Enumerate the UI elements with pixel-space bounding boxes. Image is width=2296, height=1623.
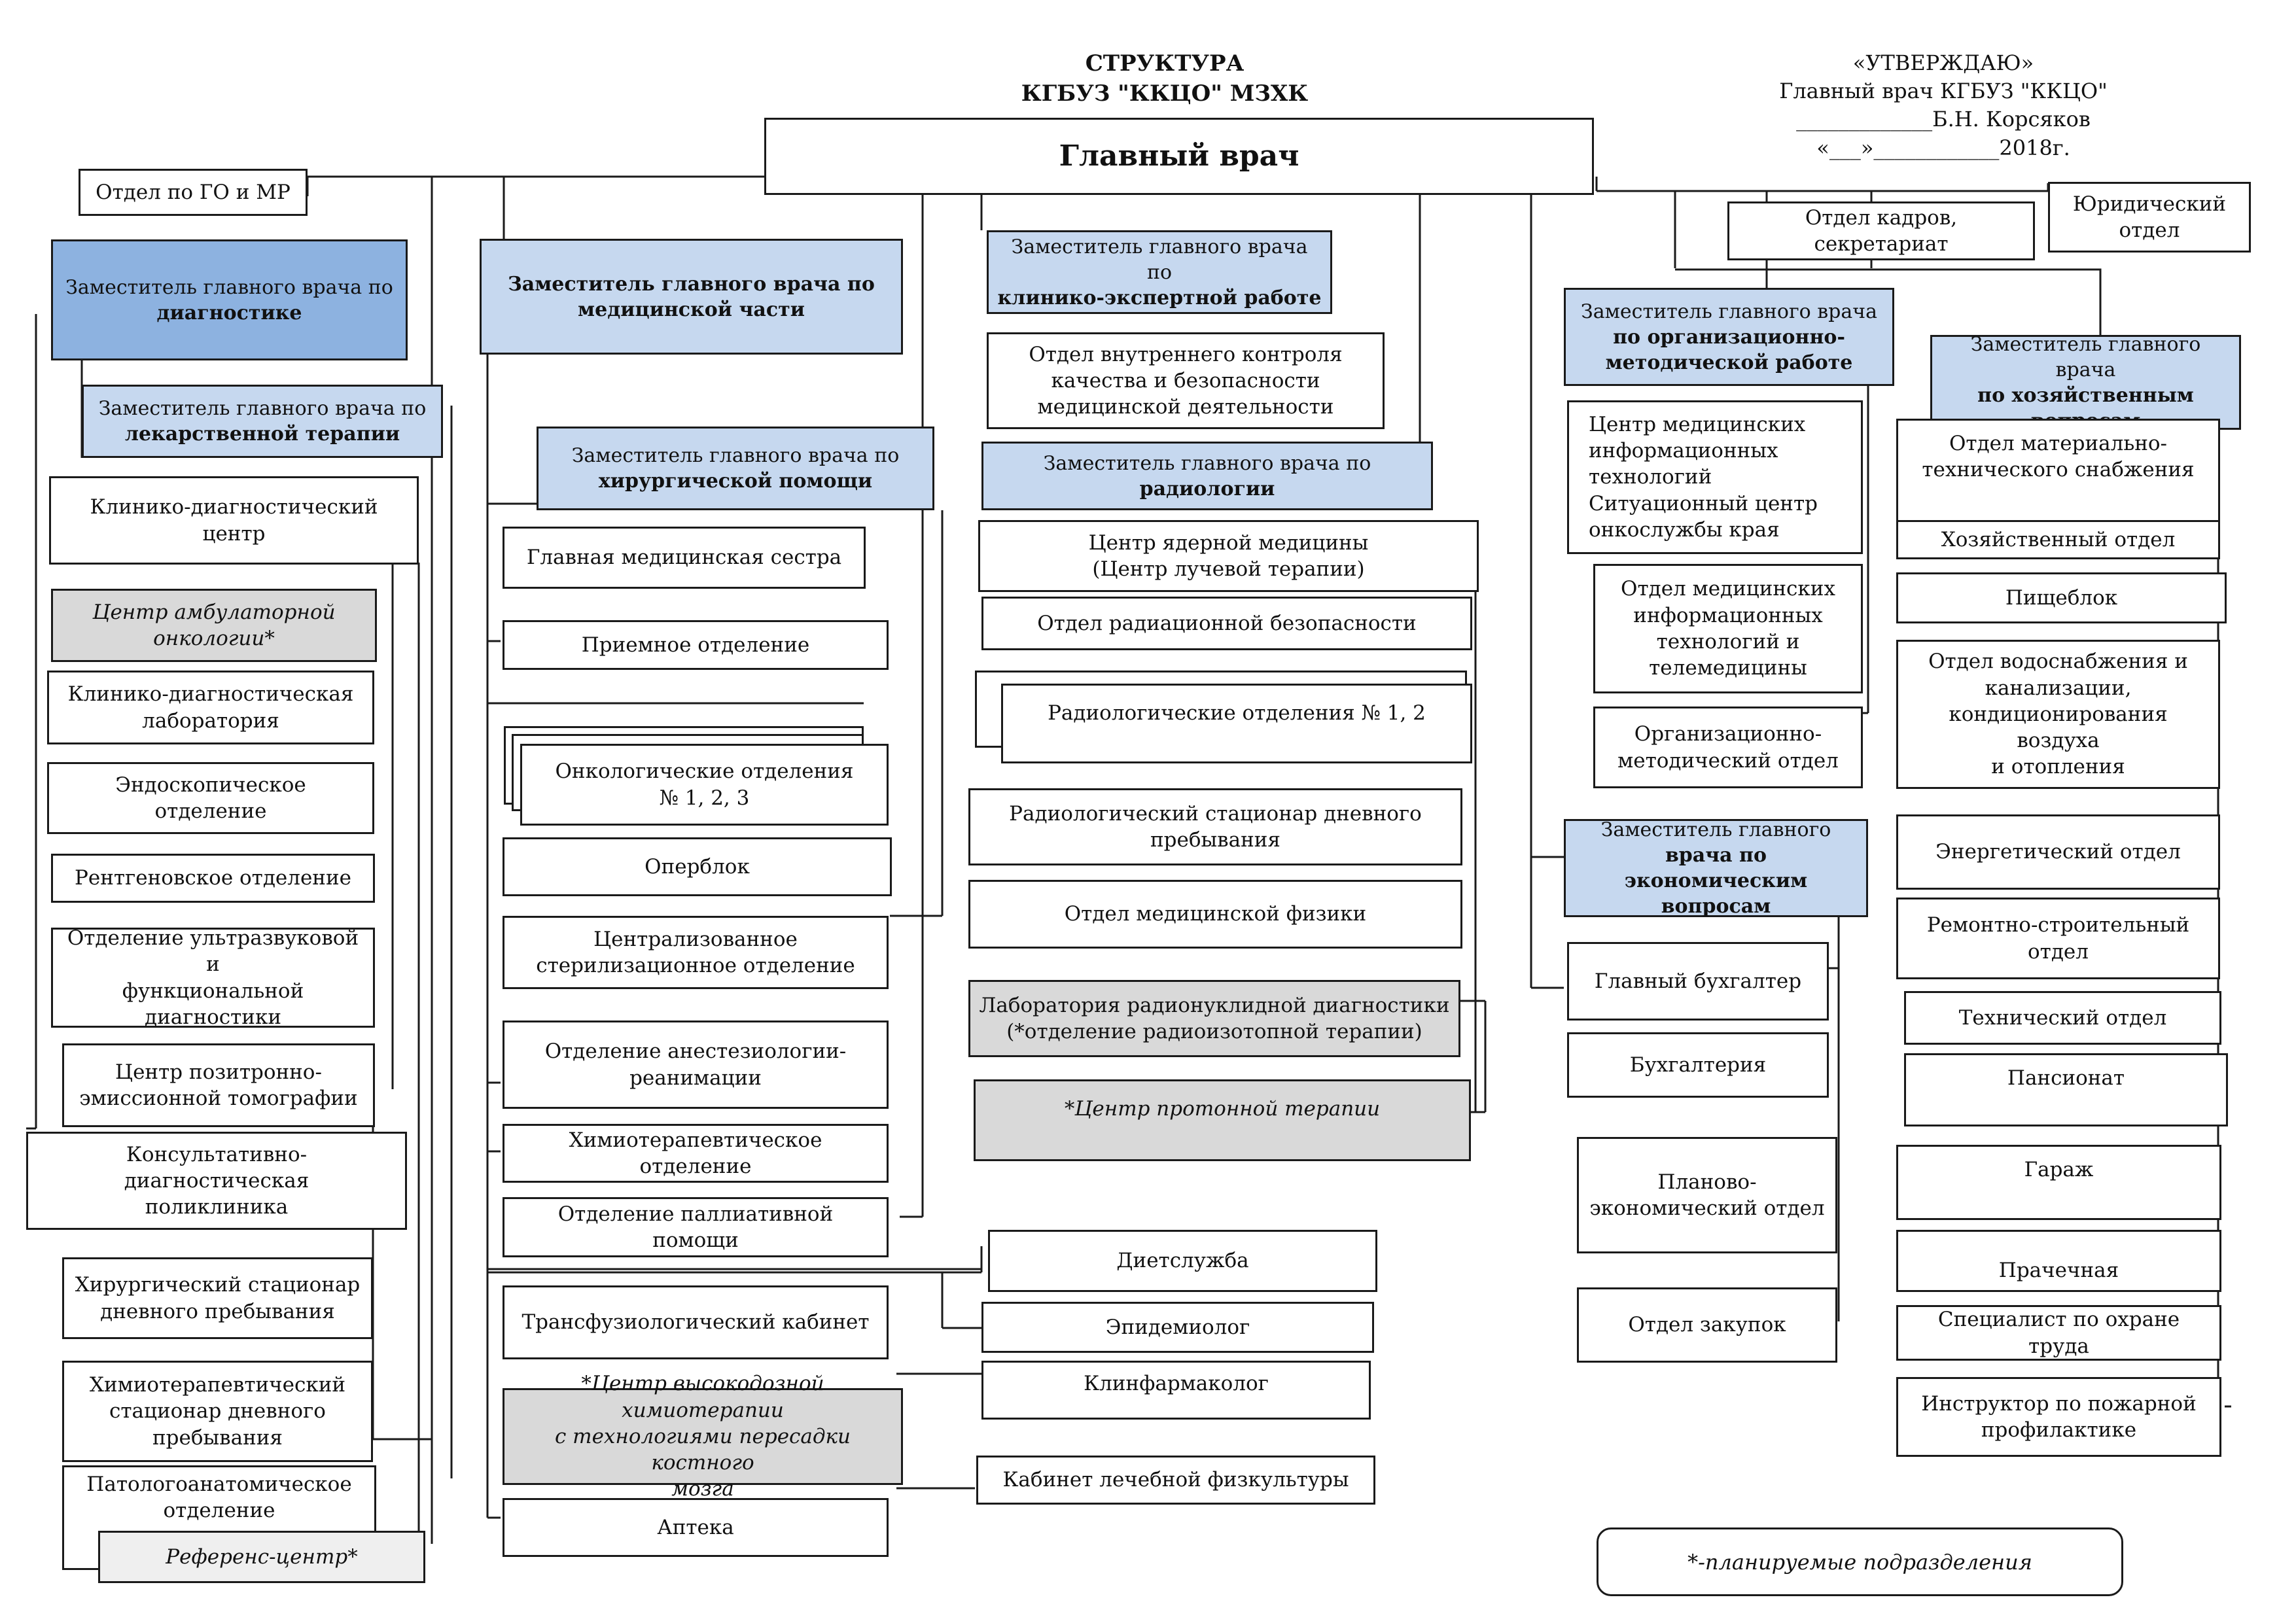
hr-box: Отдел кадров, секретариат xyxy=(1727,201,2035,260)
org-item-0: Центр медицинских информационных техноло… xyxy=(1567,400,1863,554)
rad-item-1: Отдел радиационной безопасности xyxy=(981,597,1472,650)
econ-item-2: Планово- экономический отдел xyxy=(1577,1137,1837,1253)
legend-text: *-планируемые подразделения xyxy=(1687,1549,2032,1575)
rad-item-3: Радиологический стационар дневного пребы… xyxy=(968,788,1462,865)
diag-item-6: Центр позитронно- эмиссионной томографии xyxy=(62,1043,375,1127)
med-item-2: Онкологические отделения № 1, 2, 3 xyxy=(520,744,889,826)
diag-item-7: Консультативно-диагностическая поликлини… xyxy=(26,1132,407,1230)
hh-item-5: Ремонтно-строительный отдел xyxy=(1896,898,2220,979)
approval-line1: «УТВЕРЖДАЮ» xyxy=(1852,50,2034,75)
hh-item-11: Инструктор по пожарной профилактике xyxy=(1896,1377,2221,1457)
rad-item-2: Радиологические отделения № 1, 2 xyxy=(1001,684,1472,763)
med-item-5: Отделение анестезиологии- реанимации xyxy=(503,1021,889,1109)
diag-item-8: Хирургический стационар дневного пребыва… xyxy=(62,1257,373,1339)
med-item-4: Централизованное стерилизационное отделе… xyxy=(503,916,889,989)
diag-item-1: Центр амбулаторной онкологии* xyxy=(51,589,377,662)
chart-title: СТРУКТУРА КГБУЗ "ККЦО" МЗХК xyxy=(981,49,1348,109)
deputy-medical: Заместитель главного врача по медицинско… xyxy=(480,239,903,355)
legend-box: *-планируемые подразделения xyxy=(1597,1527,2123,1596)
hh-item-7: Пансионат xyxy=(1904,1053,2228,1126)
rad-item-4: Отдел медицинской физики xyxy=(968,880,1462,949)
diag-item-3: Эндоскопическое отделение xyxy=(47,762,374,834)
hh-item-2: Пищеблок xyxy=(1896,572,2227,623)
diag-item-9: Химиотерапевтический стационар дневного … xyxy=(62,1361,373,1462)
econ-item-3: Отдел закупок xyxy=(1577,1287,1837,1363)
med-item-8: Трансфузиологический кабинет xyxy=(503,1285,889,1359)
chief-physician-box: Главный врач xyxy=(764,118,1594,195)
med-item-0: Главная медицинская сестра xyxy=(503,527,866,589)
approval-block: «УТВЕРЖДАЮ» Главный врач КГБУЗ "ККЦО" __… xyxy=(1714,49,2172,162)
rad-item-5: Лаборатория радионуклидной диагностики (… xyxy=(968,980,1460,1057)
chart-title-line2: КГБУЗ "ККЦО" МЗХК xyxy=(1021,80,1309,107)
diag-item-5: Отделение ультразвуковой и функционально… xyxy=(51,926,375,1029)
hh-item-6: Технический отдел xyxy=(1904,991,2221,1045)
go-mr-box: Отдел по ГО и МР xyxy=(79,169,308,216)
hh-item-3: Отдел водоснабжения и канализации, конди… xyxy=(1896,640,2220,789)
econ-item-0: Главный бухгалтер xyxy=(1567,942,1829,1021)
approval-line3: _____________Б.Н. Корсяков xyxy=(1796,107,2091,132)
med-item-3: Оперблок xyxy=(503,837,892,896)
rad-item-0: Центр ядерной медицины (Центр лучевой те… xyxy=(978,520,1479,592)
diag-item-11: Референс-центр* xyxy=(98,1531,425,1583)
rad-item-6: *Центр протонной терапии xyxy=(974,1079,1471,1161)
econ-item-1: Бухгалтерия xyxy=(1567,1032,1829,1098)
hh-item-1: Хозяйственный отдел xyxy=(1896,520,2220,559)
hh-item-4: Энергетический отдел xyxy=(1896,814,2220,890)
med-item-10: Аптека xyxy=(503,1498,889,1557)
org-item-2: Организационно- методический отдел xyxy=(1593,707,1863,788)
hh-item-10: Специалист по охране труда xyxy=(1896,1305,2221,1361)
approval-line2: Главный врач КГБУЗ "ККЦО" xyxy=(1779,79,2108,104)
med-item-9: *Центр высокодозной химиотерапии с техно… xyxy=(503,1372,903,1501)
med-item-7: Отделение паллиативной помощи xyxy=(503,1197,889,1257)
hh-item-0: Отдел материально- технического снабжени… xyxy=(1896,419,2220,525)
org-item-1: Отдел медицинских информационных техноло… xyxy=(1593,564,1863,693)
med-item-6: Химиотерапевтическое отделение xyxy=(503,1124,889,1183)
diag-item-2: Клинико-диагностическая лаборатория xyxy=(47,671,374,744)
chief-physician-label: Главный врач xyxy=(1059,139,1299,173)
approval-line4: «___»____________2018г. xyxy=(1816,135,2070,160)
direct-item-1: Эпидемиолог xyxy=(981,1302,1374,1353)
hh-item-8: Гараж xyxy=(1896,1145,2221,1220)
diag-item-4: Рентгеновское отделение xyxy=(51,854,375,903)
chart-title-line1: СТРУКТУРА xyxy=(1085,50,1245,77)
direct-item-0: Диетслужба xyxy=(988,1230,1377,1292)
diag-item-0: Клинико-диагностический центр xyxy=(49,476,419,565)
hh-item-9: Прачечная xyxy=(1896,1230,2221,1292)
med-item-1: Приемное отделение xyxy=(503,620,889,670)
expert-item-0: Отдел внутреннего контроля качества и бе… xyxy=(987,332,1385,429)
direct-item-2: Клинфармаколог xyxy=(981,1361,1371,1420)
legal-box: Юридический отдел xyxy=(2048,182,2251,253)
direct-item-3: Кабинет лечебной физкультуры xyxy=(976,1456,1375,1505)
